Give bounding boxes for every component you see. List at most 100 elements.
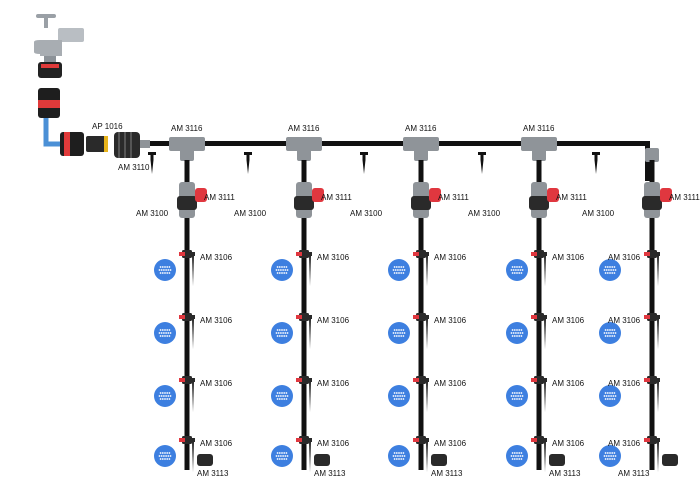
dripper-dot: [164, 335, 166, 337]
dripper-dot: [517, 395, 519, 397]
dripper-spike: [309, 319, 311, 349]
dripper-dot: [400, 458, 403, 460]
dripper-spike: [544, 442, 546, 472]
tap-adapter-ring: [41, 64, 59, 68]
dripper-dot: [394, 332, 397, 334]
dripper-dot: [613, 335, 616, 337]
dripper-dot: [520, 452, 523, 454]
dripper-dot: [518, 335, 521, 337]
dripper-dot: [278, 392, 281, 394]
dripper-dot: [613, 392, 616, 394]
dripper-dot: [393, 272, 396, 274]
dripper-dot: [159, 335, 162, 337]
dripper-dot: [403, 455, 406, 457]
dripper-dot: [278, 272, 281, 274]
dripper-dot: [166, 452, 169, 454]
dripper-dot: [401, 269, 404, 271]
dripper-dot: [276, 335, 279, 337]
dripper-nut-right: [189, 438, 195, 442]
dripper-dot: [511, 452, 514, 454]
dripper-dot: [275, 332, 278, 334]
dripper-dot: [282, 332, 284, 334]
dripper-dot: [163, 395, 165, 397]
valve-icon: [294, 196, 314, 210]
dripper-dot: [511, 329, 514, 331]
label-dripper: AM 3106: [552, 379, 585, 388]
dripper-spike: [192, 319, 194, 349]
dripper-spike: [544, 256, 546, 286]
quick-connector-ring: [38, 100, 60, 108]
valve-handle: [660, 188, 672, 202]
dripper-dot: [281, 458, 283, 460]
dripper-icon: [506, 445, 528, 467]
main-pipe: [150, 141, 650, 146]
label-dripper: AM 3106: [552, 439, 585, 448]
dripper-nut: [644, 315, 650, 319]
dripper-dot: [521, 332, 524, 334]
dripper-dot: [397, 395, 399, 397]
dripper-nut-right: [189, 315, 195, 319]
dripper-dot: [163, 269, 165, 271]
dripper-dot: [393, 458, 396, 460]
dripper-icon: [154, 322, 176, 344]
dripper-dot: [612, 455, 615, 457]
dripper-dot: [612, 269, 615, 271]
dripper-dot: [165, 395, 168, 397]
dripper-dot: [169, 455, 172, 457]
dripper-dot: [510, 332, 513, 334]
dripper-dot: [285, 335, 288, 337]
dripper-dot: [397, 455, 399, 457]
dripper-dot: [393, 392, 396, 394]
hose-connector: [60, 132, 84, 156]
dripper-dot: [516, 335, 518, 337]
dripper-dot: [280, 332, 282, 334]
dripper-dot: [400, 452, 403, 454]
dripper-dot: [511, 335, 514, 337]
dripper-dot: [518, 452, 521, 454]
dripper-dot: [168, 452, 171, 454]
dripper-dot: [281, 329, 283, 331]
dripper-dot: [613, 398, 616, 400]
dripper-dot: [518, 329, 521, 331]
dripper-nut-right: [306, 378, 312, 382]
dripper-dot: [397, 269, 399, 271]
dripper-icon: [388, 385, 410, 407]
dripper-dot: [518, 392, 521, 394]
dripper-dot: [609, 452, 611, 454]
dripper-dot: [519, 269, 522, 271]
tap-handle: [44, 16, 48, 28]
tap-icon: [34, 40, 62, 56]
dripper-dot: [402, 335, 405, 337]
dripper-nut-right: [306, 252, 312, 256]
dripper-dot: [164, 392, 166, 394]
dripper-dot: [515, 455, 517, 457]
dripper-nut: [644, 252, 650, 256]
dripper-dot: [392, 269, 395, 271]
dripper-dot: [395, 458, 398, 460]
dripper-nut-right: [541, 378, 547, 382]
stake-icon: [148, 152, 156, 174]
dripper-dot: [517, 332, 519, 334]
dripper-dot: [281, 335, 283, 337]
dripper-dot: [398, 329, 400, 331]
dripper-nut: [179, 252, 185, 256]
dripper-dot: [399, 332, 401, 334]
dripper-dot: [160, 455, 163, 457]
dripper-dot: [605, 395, 608, 397]
dripper-dot: [609, 266, 611, 268]
dripper-dot: [402, 272, 405, 274]
dripper-nut: [296, 315, 302, 319]
dripper-dot: [283, 398, 286, 400]
dripper-dot: [606, 458, 609, 460]
stake-icon: [244, 152, 252, 174]
label-dripper: AM 3106: [552, 253, 585, 262]
dripper-dot: [395, 329, 398, 331]
stake-icon: [360, 152, 368, 174]
dripper-icon: [388, 322, 410, 344]
dripper-dot: [402, 398, 405, 400]
tap-assembly: [34, 14, 150, 158]
label-dripper: AM 3106: [434, 253, 467, 262]
dripper-nut: [413, 438, 419, 442]
dripper-dot: [610, 269, 612, 271]
